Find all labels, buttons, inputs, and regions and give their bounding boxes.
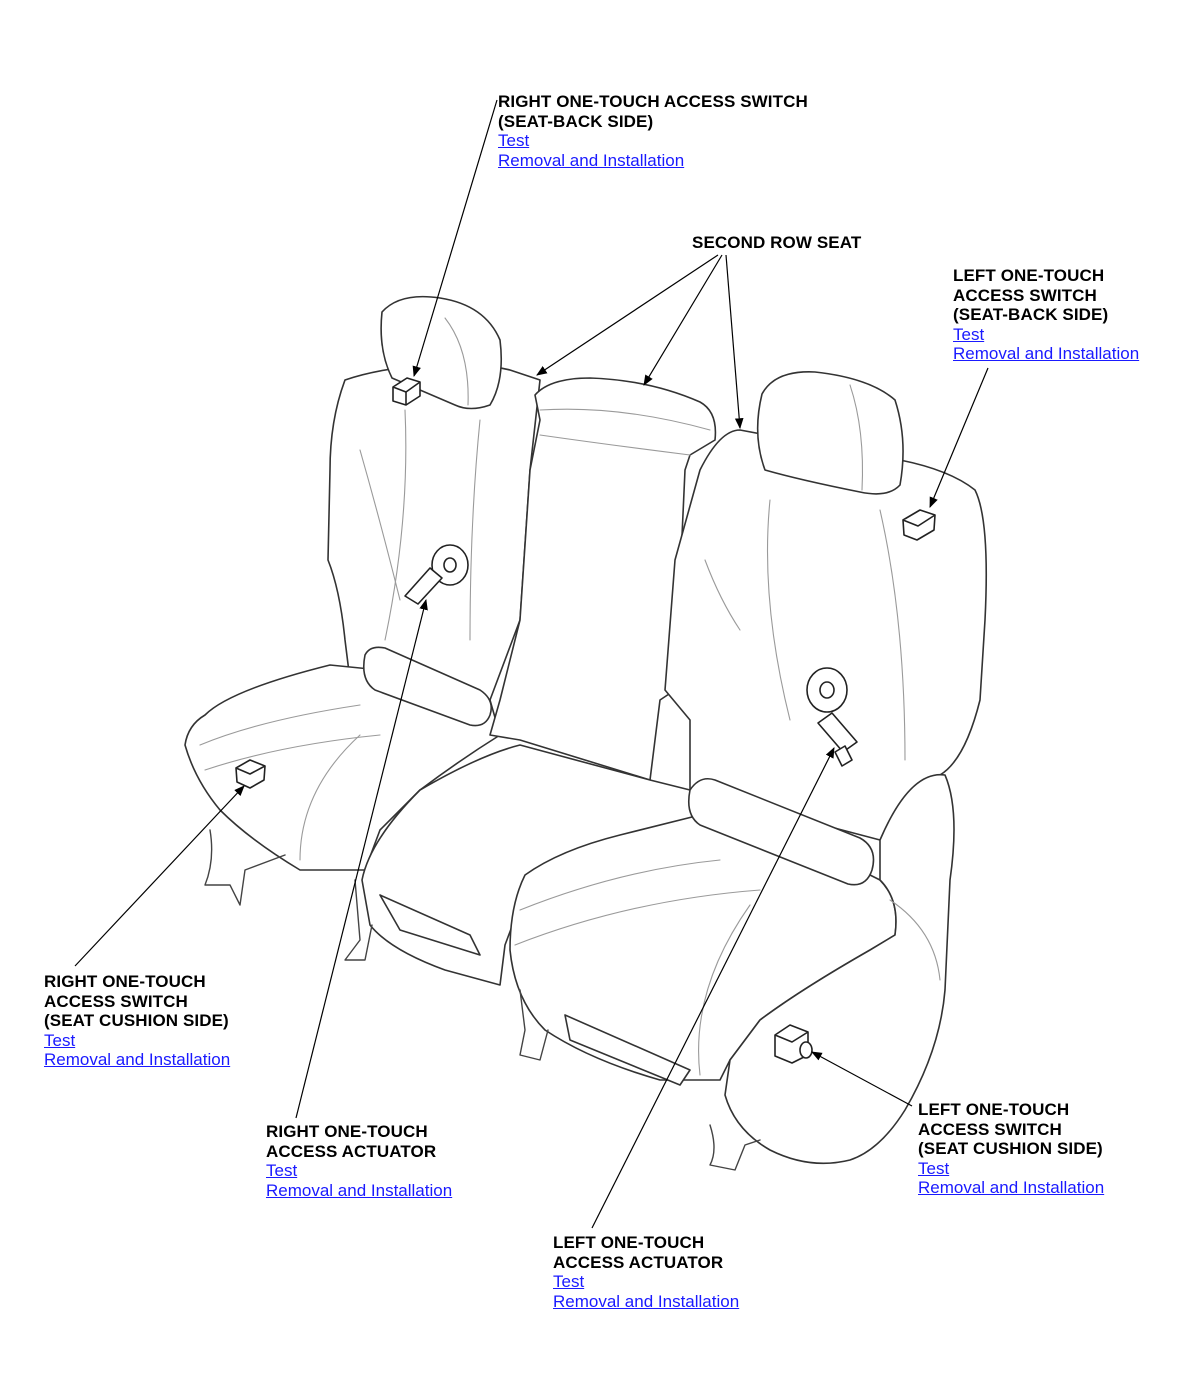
test-link[interactable]: Test [553, 1272, 585, 1291]
test-link[interactable]: Test [266, 1161, 298, 1180]
removal-installation-link[interactable]: Removal and Installation [953, 344, 1140, 363]
callout-title-line: ACCESS SWITCH [44, 991, 188, 1011]
right-switch-cushion-part [235, 759, 266, 789]
removal-installation-link[interactable]: Removal and Installation [498, 150, 685, 170]
test-link[interactable]: Test [953, 324, 985, 344]
left-actuator-part [806, 667, 858, 767]
leader-lines [74, 99, 989, 1229]
callout-left-actuator: LEFT ONE-TOUCH ACCESS ACTUATOR Test Remo… [553, 1233, 739, 1311]
callout-title-line: (SEAT CUSHION SIDE) [44, 1011, 229, 1030]
callout-left-switch-cushion: LEFT ONE-TOUCH ACCESS SWITCH (SEAT CUSHI… [918, 1100, 1104, 1198]
left-seat-back [664, 371, 988, 841]
removal-installation-link[interactable]: Removal and Installation [553, 1291, 740, 1311]
callout-right-switch-cushion: RIGHT ONE-TOUCH ACCESS SWITCH (SEAT CUSH… [44, 972, 230, 1070]
callout-title-line: LEFT ONE-TOUCH [918, 1100, 1070, 1119]
callout-title-line: (SEAT-BACK SIDE) [498, 111, 654, 131]
callout-title-line: (SEAT-BACK SIDE) [953, 305, 1109, 324]
removal-installation-link[interactable]: Removal and Installation [266, 1180, 453, 1200]
test-link[interactable]: Test [498, 131, 530, 150]
center-seat-cushion [344, 744, 701, 986]
callout-title-line: LEFT ONE-TOUCH [553, 1233, 705, 1252]
callout-title-line: RIGHT ONE-TOUCH [266, 1122, 428, 1141]
left-seat-cushion [509, 773, 955, 1171]
callout-right-switch-seatback: RIGHT ONE-TOUCH ACCESS SWITCH (SEAT-BACK… [498, 92, 808, 170]
right-actuator-part [404, 544, 469, 605]
callout-left-switch-seatback: LEFT ONE-TOUCH ACCESS SWITCH (SEAT-BACK … [953, 266, 1139, 364]
center-seat-back [489, 377, 717, 781]
left-switch-seatback-part [902, 509, 936, 541]
test-link[interactable]: Test [44, 1030, 76, 1050]
callout-title-line: ACCESS ACTUATOR [553, 1252, 724, 1272]
removal-installation-link[interactable]: Removal and Installation [918, 1178, 1105, 1197]
callout-second-row-seat: SECOND ROW SEAT [692, 233, 861, 253]
callout-title-line: RIGHT ONE-TOUCH ACCESS SWITCH [498, 92, 808, 111]
right-seat-cushion [184, 646, 501, 906]
callout-title-line: SECOND ROW SEAT [692, 233, 862, 252]
left-switch-cushion-part [774, 1024, 813, 1064]
right-seat-back [327, 295, 541, 701]
removal-installation-link[interactable]: Removal and Installation [44, 1050, 231, 1069]
callout-title-line: ACCESS ACTUATOR [266, 1141, 437, 1161]
callout-title-line: LEFT ONE-TOUCH [953, 266, 1105, 285]
callout-title-line: RIGHT ONE-TOUCH [44, 972, 206, 991]
test-link[interactable]: Test [918, 1158, 950, 1178]
callout-title-line: ACCESS SWITCH [918, 1119, 1062, 1139]
right-switch-seatback-part [392, 377, 421, 406]
callout-title-line: ACCESS SWITCH [953, 285, 1097, 305]
callout-title-line: (SEAT CUSHION SIDE) [918, 1139, 1103, 1158]
callout-right-actuator: RIGHT ONE-TOUCH ACCESS ACTUATOR Test Rem… [266, 1122, 452, 1200]
